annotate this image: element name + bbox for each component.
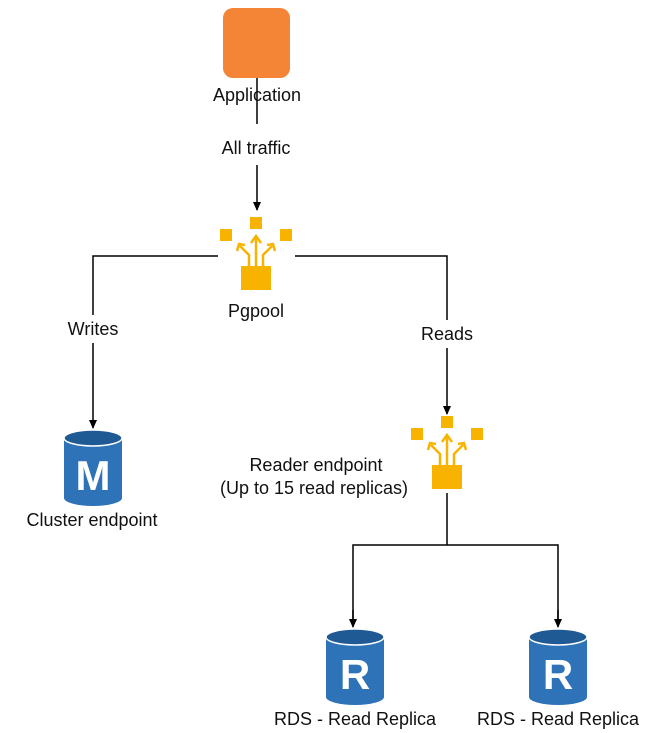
database-replica-icon: R [325,628,385,705]
application-label: Application [213,85,301,105]
reader-endpoint-sublabel: (Up to 15 read replicas) [220,478,408,498]
pgpool-node [220,217,292,290]
replica-2-node: R [528,628,588,705]
load-balancer-icon [411,416,483,489]
reader-endpoint-label: Reader endpoint [249,455,382,475]
writes-label: Writes [68,319,119,339]
reads-label: Reads [421,324,473,344]
replica-1-node: R [325,628,385,705]
writes-label-bg [58,316,128,342]
database-master-icon: M [63,429,123,506]
pgpool-label: Pgpool [228,301,284,321]
edge-reader-fanout [352,544,559,626]
application-node: Application [213,8,301,105]
replica-1-label: RDS - Read Replica [274,709,437,729]
edge-reads-upper [295,255,448,320]
cluster-endpoint-label: Cluster endpoint [26,510,157,530]
reads-label-bg [412,321,482,347]
svg-text:R: R [340,651,370,698]
svg-text:M: M [76,452,111,499]
load-balancer-icon [220,217,292,290]
all-traffic-label: All traffic [222,138,291,158]
svg-text:R: R [543,651,573,698]
cluster-endpoint-node: M [63,429,123,506]
application-box-icon [223,8,290,78]
replica-2-label: RDS - Read Replica [477,709,640,729]
edge-writes-upper [92,255,218,315]
all-traffic-label-bg [210,132,304,160]
reader-endpoint-node [411,416,483,489]
database-replica-icon: R [528,628,588,705]
